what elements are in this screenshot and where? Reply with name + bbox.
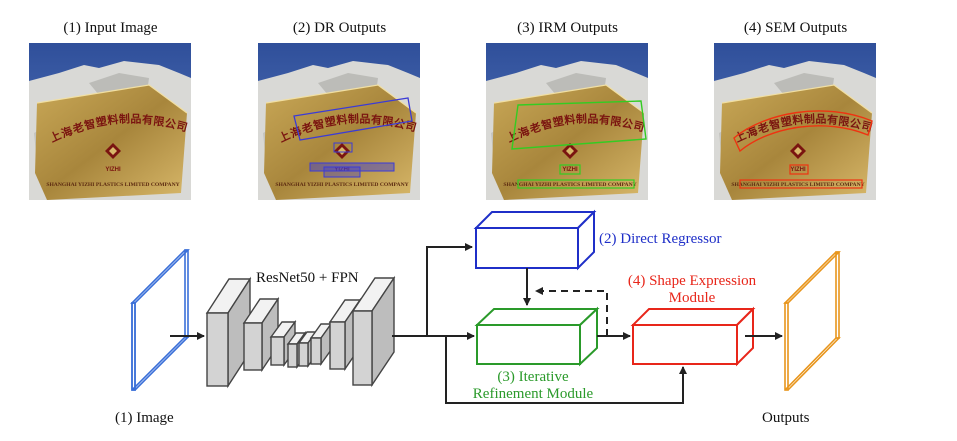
sign-chinese-char: 品 (359, 113, 370, 126)
sign-photo: 上海老智塑料制品有限公司 YIZHI SHANGHAI YIZHI PLASTICS… (29, 43, 191, 200)
sign-photo: 上海老智塑料制品有限公司 YIZHI SHANGHAI YIZHI PLASTICS… (486, 43, 648, 200)
backbone-slabs (205, 275, 396, 389)
sign-chinese-char: 有 (370, 112, 382, 127)
sign-chinese-char: 制 (803, 111, 815, 126)
sign-chinese-char: 品 (815, 113, 826, 126)
output-plane (783, 251, 841, 391)
connector-arrows (170, 243, 783, 404)
sign-chinese-char: 智 (768, 116, 782, 132)
panel-caption-input: (1) Input Image (63, 20, 158, 36)
input-image-plane (130, 249, 190, 391)
sign-chinese-char: 塑 (324, 114, 337, 130)
sign-logo-text: YIZHI (790, 167, 806, 173)
direct-regressor-label: (2) Direct Regressor (599, 231, 721, 247)
sign-chinese-char: 有 (826, 112, 838, 127)
backbone-slab-3 (269, 319, 297, 368)
sign-chinese-char: 上 (504, 128, 520, 145)
panel-caption-sem: (4) SEM Outputs (743, 20, 848, 36)
sign-chinese-char: 司 (404, 119, 418, 134)
sign-photo: 上海老智塑料制品有限公司YIZHISHANGHAI YIZHI PLASTICS… (714, 43, 876, 200)
sign-chinese-char: 上 (276, 128, 292, 145)
sign-chinese-char: 智 (540, 116, 554, 132)
sign-english-text: SHANGHAI YIZHI PLASTICS LIMITED COMPANY (731, 182, 864, 188)
outputs-label: Outputs (762, 410, 810, 426)
sign-chinese-char: 塑 (552, 114, 565, 130)
sem-box (630, 306, 756, 367)
sign-chinese-char: 老 (755, 120, 771, 137)
sign-chinese-char: 老 (70, 120, 86, 137)
image-label: (1) Image (115, 410, 174, 426)
sign-chinese-char: 料 (336, 112, 349, 127)
sign-english-text: SHANGHAI YIZHI PLASTICS LIMITED COMPANY (275, 182, 408, 188)
sem-label-line2: Module (669, 290, 716, 306)
sign-chinese-char: 品 (587, 113, 598, 126)
arrow-to-direct-regressor (426, 243, 473, 336)
sign-chinese-char: 公 (393, 117, 406, 132)
photo-panel-input: 上海老智塑料制品有限公司 YIZHI SHANGHAI YIZHI PLASTICS… (29, 43, 191, 200)
backbone-slab-6 (309, 321, 333, 367)
sign-chinese-char: 制 (118, 111, 130, 126)
sign-chinese-char: 上 (732, 128, 748, 145)
sign-chinese-char: 制 (575, 111, 587, 126)
sign-chinese-char: 有 (598, 112, 610, 127)
irm-box (474, 306, 600, 367)
panel-caption-irm: (3) IRM Outputs (517, 20, 618, 36)
sign-chinese-char: 海 (59, 123, 74, 140)
sign-chinese-char: 上 (47, 128, 63, 145)
sign-chinese-char: 公 (849, 117, 862, 132)
sign-chinese-char: 品 (130, 113, 141, 126)
direct-regressor-box (473, 209, 597, 271)
sign-chinese-char: 司 (860, 119, 874, 134)
sign-logo-text: YIZHI (105, 167, 121, 173)
photo-panel-irm: 上海老智塑料制品有限公司 YIZHI SHANGHAI YIZHI PLASTICS… (486, 43, 648, 200)
sign-logo-text: YIZHI (562, 167, 578, 173)
sign-chinese-char: 料 (564, 112, 577, 127)
sign-chinese-char: 限 (610, 114, 623, 129)
backbone-slab-2 (242, 296, 280, 373)
sign-chinese-char: 智 (83, 116, 97, 132)
irm-label-line1: (3) Iterative (497, 369, 569, 385)
backbone-slab-8 (351, 275, 396, 388)
sign-chinese-char: 料 (792, 112, 805, 127)
sign-chinese-char: 料 (107, 112, 120, 127)
panel-caption-dr: (2) DR Outputs (292, 20, 387, 36)
sign-english-text: SHANGHAI YIZHI PLASTICS LIMITED COMPANY (503, 182, 636, 188)
sign-photo: 上海老智塑料制品有限公司YIZHISHANGHAI YIZHI PLASTICS… (258, 43, 420, 200)
sign-chinese-char: 司 (632, 119, 646, 134)
sign-logo-text: YIZHI (334, 167, 350, 173)
sign-chinese-char: 限 (838, 114, 851, 129)
sign-chinese-char: 有 (141, 112, 153, 127)
sign-chinese-char: 塑 (95, 114, 108, 130)
sign-chinese-char: 塑 (780, 114, 793, 130)
sign-chinese-char: 智 (312, 116, 326, 132)
sign-chinese-char: 限 (153, 114, 166, 129)
sign-chinese-char: 制 (347, 111, 359, 126)
sign-chinese-char: 老 (299, 120, 315, 137)
irm-label-line2: Refinement Module (473, 386, 594, 402)
sign-chinese-char: 司 (175, 119, 189, 134)
sign-chinese-char: 老 (527, 120, 543, 137)
arrow-irm-feedback (535, 287, 608, 336)
sign-english-text: SHANGHAI YIZHI PLASTICS LIMITED COMPANY (46, 182, 179, 188)
sign-chinese-char: 公 (164, 117, 177, 132)
backbone-label: ResNet50 + FPN (256, 270, 359, 286)
sign-chinese-char: 公 (621, 117, 634, 132)
sem-label-line1: (4) Shape Expression (628, 273, 757, 289)
arrow-skip-to-sem (445, 336, 687, 404)
sign-chinese-char: 海 (516, 123, 531, 140)
